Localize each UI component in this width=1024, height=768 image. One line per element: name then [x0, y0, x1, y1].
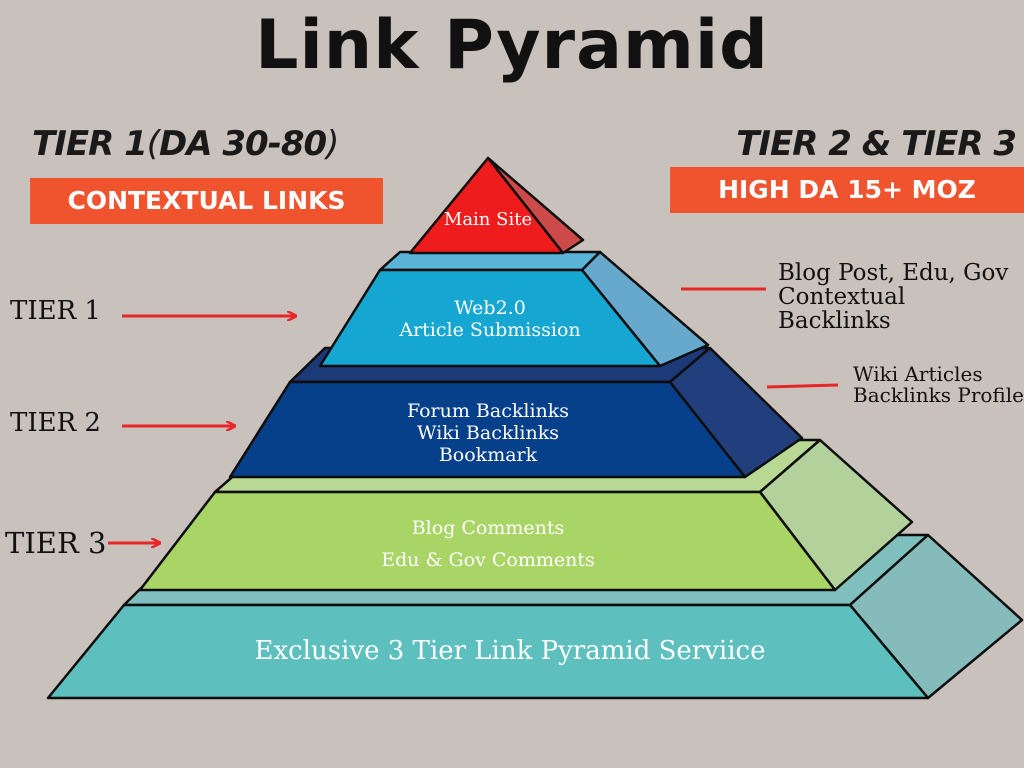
- side-label-tier-2: TIER 2: [10, 408, 101, 438]
- tier2-label-line-3: Bookmark: [438, 444, 538, 467]
- tier3-side: [758, 438, 914, 592]
- apex-front: [408, 156, 565, 255]
- tier2-label-line-1: Forum Backlinks: [406, 400, 570, 422]
- left-tier-paren-open: (: [146, 124, 160, 164]
- tier1-label-line-1: Web2.0: [454, 297, 526, 319]
- contextual-links-badge: CONTEXTUAL LINKS: [30, 178, 383, 224]
- tier2-side: [668, 346, 804, 479]
- left-tier-range: DA 30-80: [159, 124, 327, 164]
- right-tier-heading: TIER 2 & TIER 3: [736, 124, 1017, 164]
- left-tier-main: TIER 1: [32, 124, 148, 164]
- base-label: Exclusive 3 Tier Link Pyramid Serviice: [254, 636, 766, 666]
- connector-wiki-articles: [766, 383, 839, 389]
- apex-label: Main Site: [443, 209, 533, 230]
- high-da-badge: HIGH DA 15+ MOZ: [670, 167, 1024, 213]
- base-side: [848, 533, 1024, 700]
- left-tier-paren-close: ): [326, 124, 339, 164]
- note-wiki-articles: Wiki Articles Backlinks Profile: [853, 364, 1024, 406]
- tier3-label-line-1: Blog Comments: [411, 517, 565, 539]
- page-title: Link Pyramid: [255, 6, 769, 85]
- note-wiki-articles-line-1: Wiki Articles: [853, 362, 983, 386]
- note-blog-post-line-1: Blog Post, Edu, Gov: [778, 260, 1009, 286]
- tier3-label-line-2: Edu & Gov Comments: [381, 549, 595, 572]
- tier2-label: Forum Backlinks Wiki Backlinks Bookmark: [328, 400, 648, 467]
- note-wiki-articles-line-2: Backlinks Profile: [853, 383, 1024, 407]
- tier1-label-line-2: Article Submission: [399, 318, 581, 341]
- tier2-label-line-2: Wiki Backlinks: [417, 422, 559, 445]
- side-label-tier-3: TIER 3: [5, 526, 107, 560]
- left-tier-heading: TIER 1(DA 30-80): [32, 124, 339, 164]
- note-blog-post-line-2: Contextual Backlinks: [778, 284, 906, 335]
- tier1-top-strip: [378, 250, 602, 272]
- side-label-tier-1: TIER 1: [10, 296, 101, 326]
- tier1-label: Web2.0 Article Submission: [345, 297, 635, 342]
- apex-side: [486, 156, 585, 255]
- note-blog-post: Blog Post, Edu, Gov Contextual Backlinks: [778, 260, 1024, 335]
- tier2-top-strip: [288, 346, 712, 384]
- tier3-label: Blog Comments Edu & Gov Comments: [338, 512, 638, 577]
